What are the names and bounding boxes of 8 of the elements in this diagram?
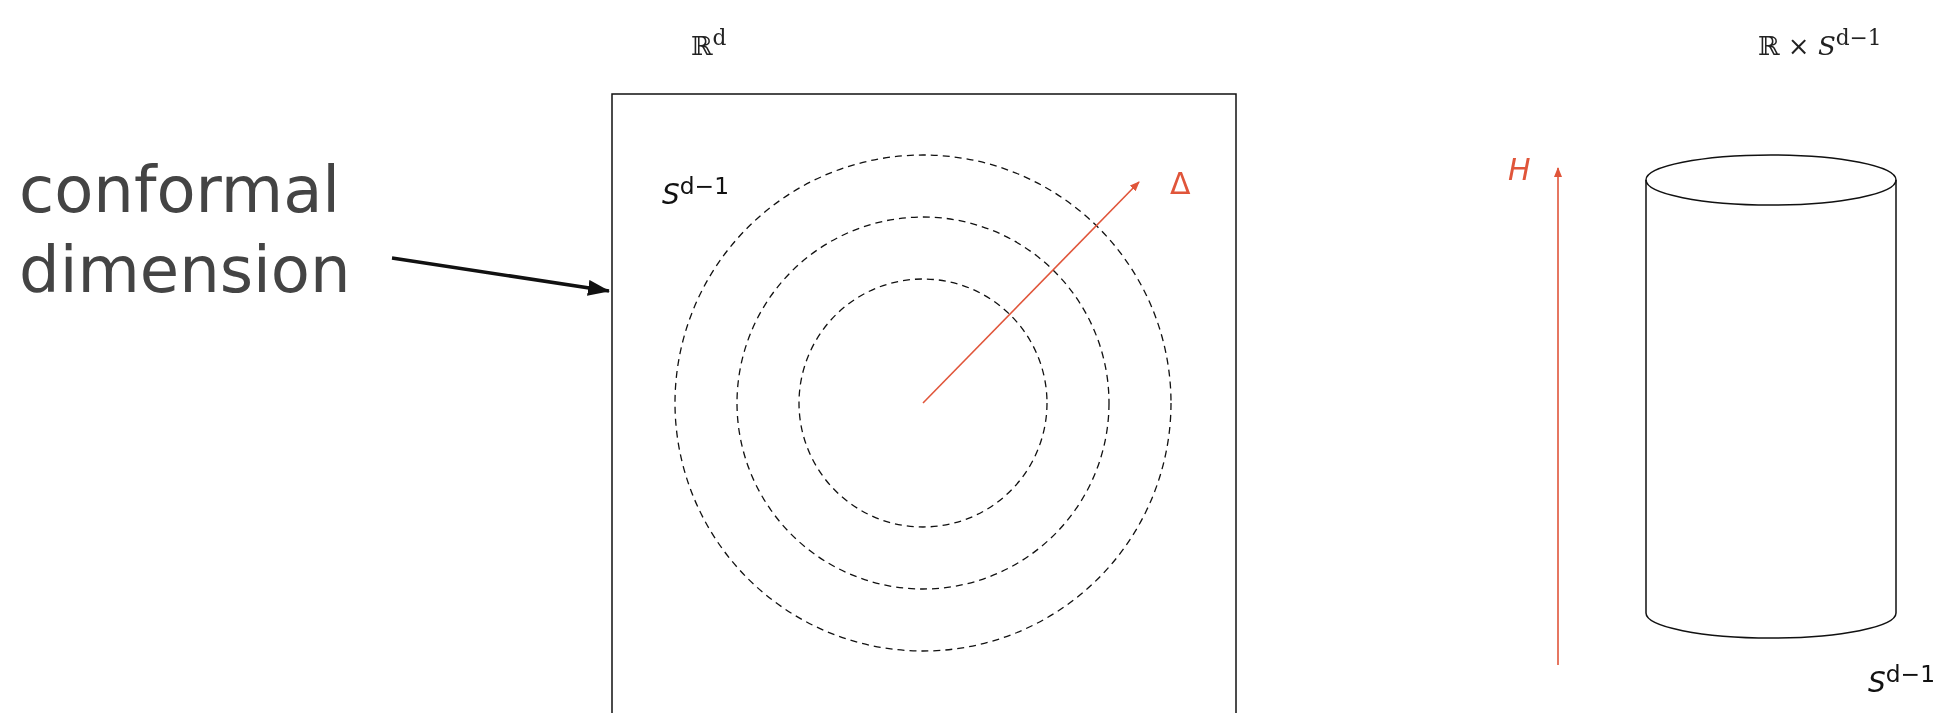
space-label: ℝ$^{d}$ [691,25,727,61]
arrow [391,256,610,296]
dimension-symbol: Δ [1170,166,1191,201]
hamiltonian-symbol: H [1508,152,1531,187]
sphere-label: S$^{d−1}$ [1868,660,1935,700]
sphere-label: S$^{d−1}$ [662,172,729,212]
callout-text: conformal dimension [19,150,399,310]
space-label: ℝ × S$^{d−1}$ [1758,25,1882,61]
